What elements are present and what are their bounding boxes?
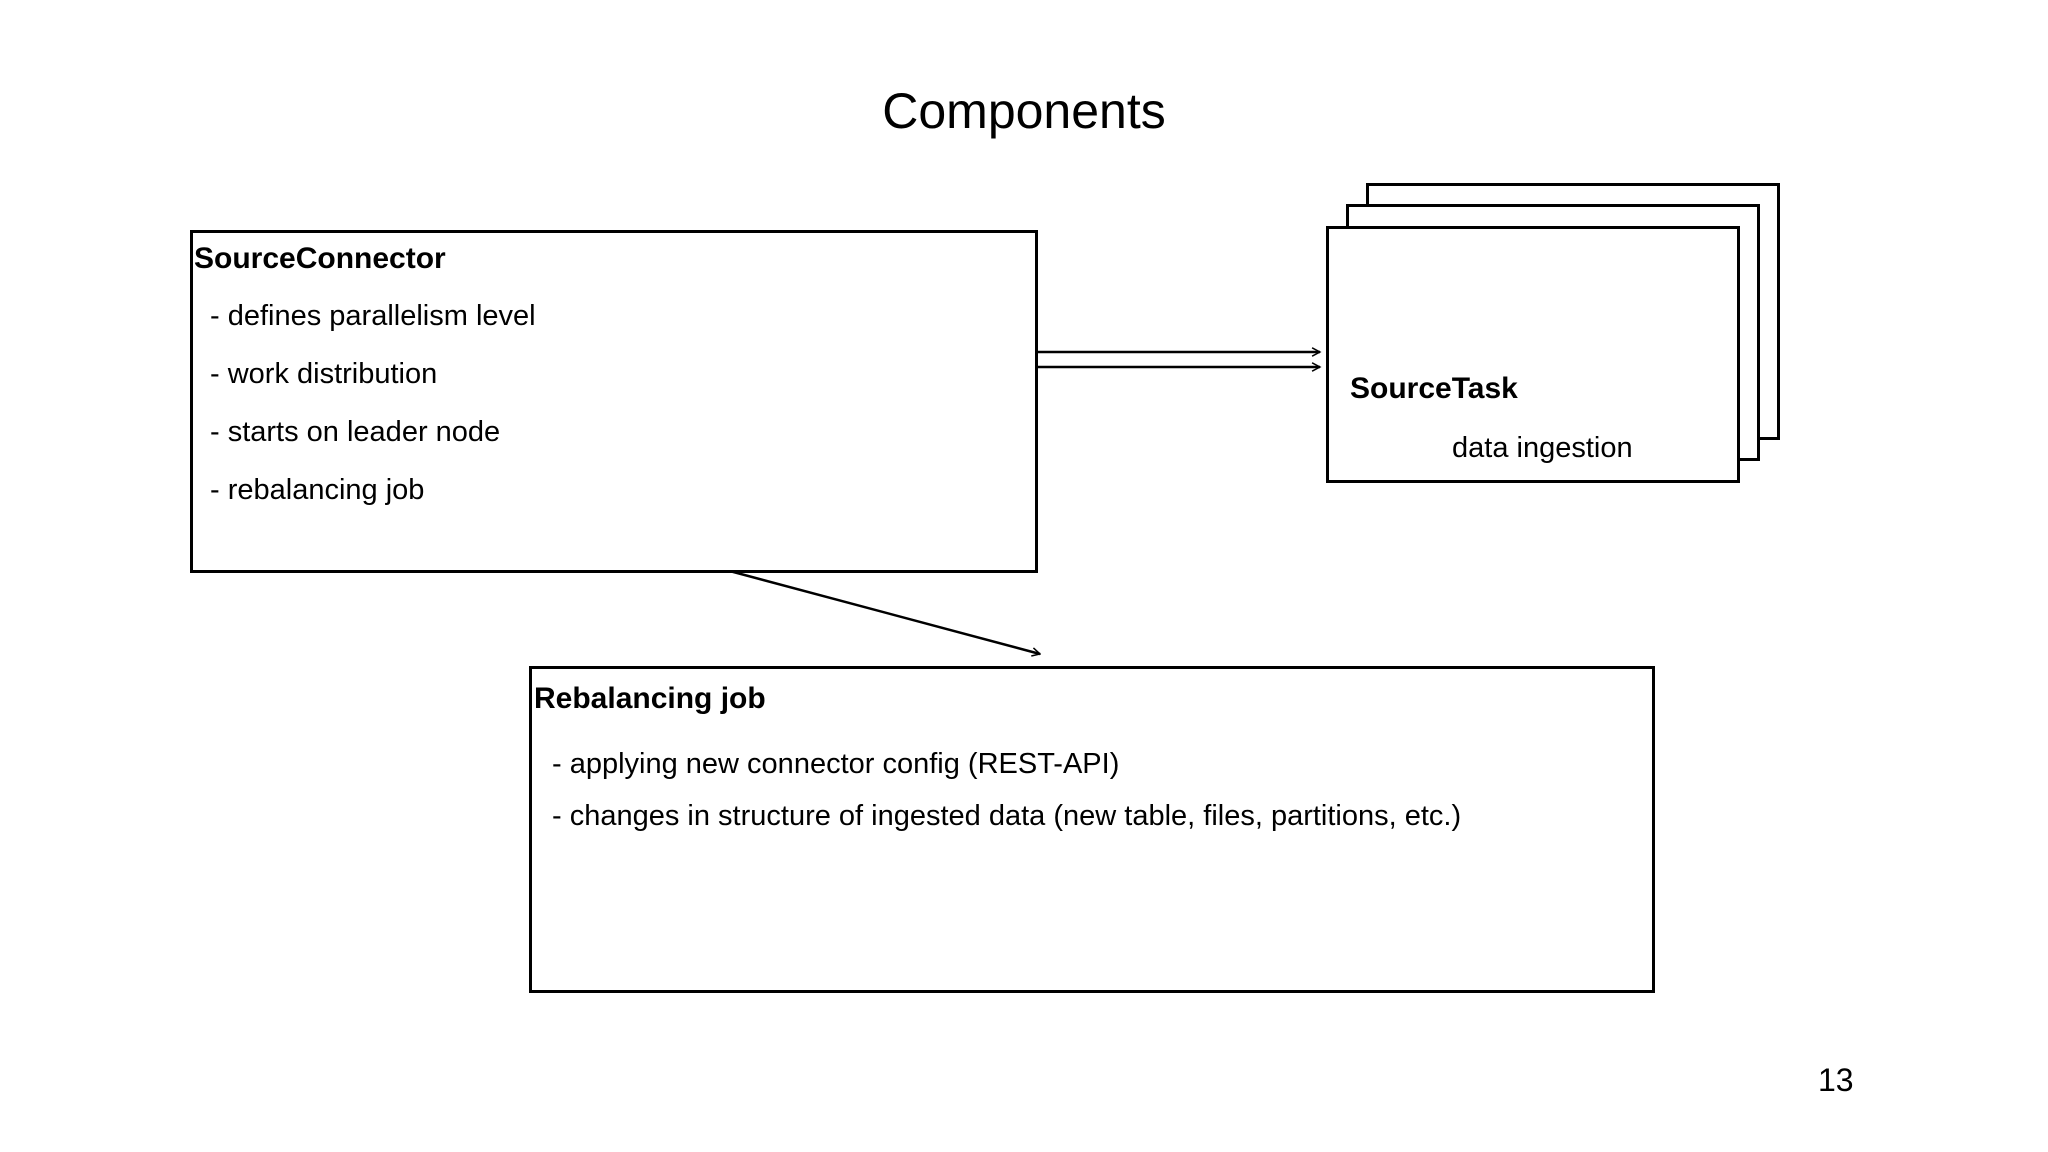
connector-to-task-arrow bbox=[1038, 352, 1320, 367]
source-connector-title: SourceConnector bbox=[194, 242, 446, 275]
source-task-title: SourceTask bbox=[1350, 372, 1518, 405]
rebalancing-job-item: - changes in structure of ingested data … bbox=[552, 800, 1462, 832]
source-connector-box: SourceConnector - defines parallelism le… bbox=[190, 230, 1038, 573]
source-connector-item: - rebalancing job bbox=[210, 474, 425, 506]
source-task-subtitle: data ingestion bbox=[1452, 432, 1633, 464]
rebalancing-job-box: Rebalancing job - applying new connector… bbox=[529, 666, 1655, 993]
source-connector-item: - starts on leader node bbox=[210, 416, 501, 448]
rebalancing-job-item: - applying new connector config (REST-AP… bbox=[552, 748, 1120, 780]
source-task-box: SourceTask data ingestion bbox=[1326, 226, 1740, 483]
rebalancing-job-title: Rebalancing job bbox=[534, 682, 766, 715]
page-title: Components bbox=[882, 83, 1166, 139]
source-connector-item: - defines parallelism level bbox=[210, 300, 536, 332]
page-number: 13 bbox=[1818, 1062, 1854, 1098]
source-connector-item: - work distribution bbox=[210, 358, 438, 390]
